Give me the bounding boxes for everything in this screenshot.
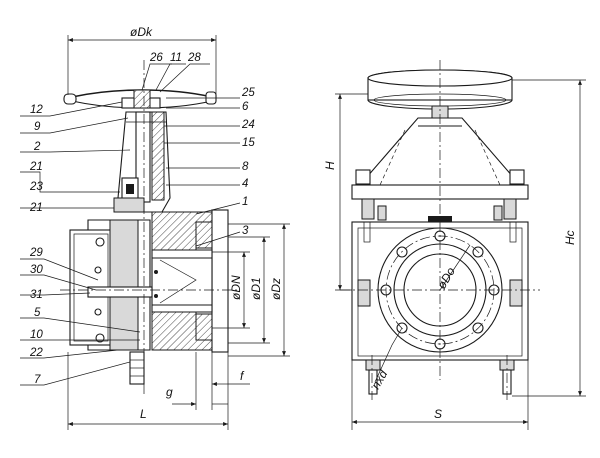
label-dn: øDN [229, 275, 243, 300]
callout-10: 10 [30, 329, 43, 341]
nxd-leader [374, 327, 403, 383]
callout-30: 30 [30, 264, 43, 276]
handwheel-left [63, 89, 217, 109]
callout-labels: 12 9 2 21 23 21 29 30 31 5 10 22 7 26 11… [29, 52, 255, 386]
callout-6: 6 [242, 101, 249, 113]
label-d1: øD1 [249, 277, 263, 300]
dimension-dk [67, 35, 217, 95]
dimension-h [335, 93, 368, 291]
callout-9: 9 [34, 121, 41, 133]
callout-24: 24 [241, 119, 255, 131]
do-leader [439, 244, 471, 291]
label-dz: øDz [269, 278, 283, 300]
right-front-view [335, 60, 586, 430]
callout-21a: 21 [29, 161, 43, 173]
yoke-left [113, 111, 171, 213]
label-dk: øDk [130, 25, 153, 39]
callout-8: 8 [242, 161, 249, 173]
dimension-s [351, 360, 529, 430]
label-H: H [323, 161, 337, 170]
valve-body-left [69, 209, 229, 385]
callout-22: 22 [29, 347, 43, 359]
callout-25: 25 [241, 87, 255, 99]
callout-28: 28 [187, 52, 201, 64]
callout-1: 1 [242, 196, 248, 208]
callout-11: 11 [170, 52, 182, 64]
left-section-view [20, 35, 290, 430]
label-L: L [140, 407, 147, 421]
dimension-hc [512, 79, 586, 397]
callout-15: 15 [242, 137, 255, 149]
label-S: S [434, 407, 442, 421]
dimension-gfL [67, 352, 250, 430]
label-Hc: Hc [563, 230, 577, 245]
callout-2: 2 [33, 141, 41, 153]
callout-29: 29 [29, 247, 43, 259]
yoke-bolts [361, 198, 517, 222]
callout-21b: 21 [29, 202, 43, 214]
callout-12: 12 [30, 104, 43, 116]
callout-3: 3 [242, 225, 249, 237]
callout-31: 31 [30, 289, 43, 301]
callout-26: 26 [149, 52, 163, 64]
label-g: g [166, 385, 173, 399]
callout-5: 5 [34, 307, 41, 319]
callout-23: 23 [29, 181, 43, 193]
dimension-diameters [212, 223, 290, 357]
leaders-left [20, 101, 141, 386]
callout-4: 4 [242, 178, 248, 190]
label-f: f [240, 369, 245, 383]
callout-7: 7 [34, 374, 41, 386]
leaders-right [141, 63, 241, 247]
